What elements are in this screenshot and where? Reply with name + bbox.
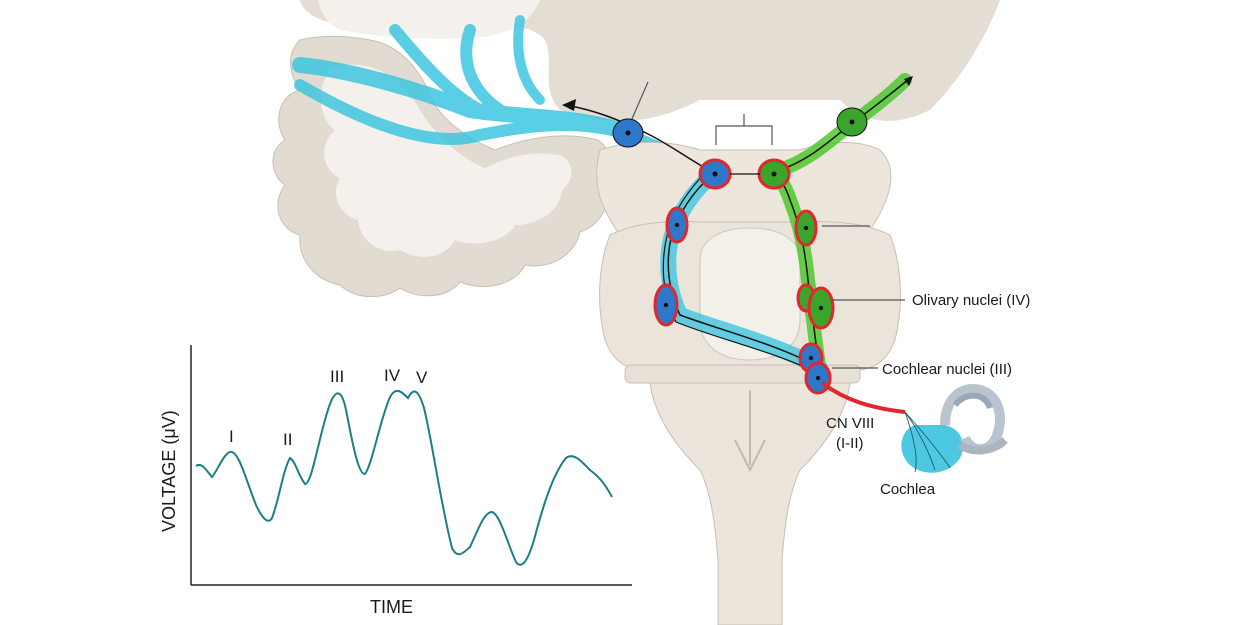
cochlea-label: Cochlea [880,481,936,498]
waveform-trace [195,389,613,566]
cn-viii-waves-label: (I-II) [836,435,864,452]
temporal-white-matter [320,64,572,257]
peak-label-i: I [229,427,234,446]
cochlear-nuclei-label: Cochlear nuclei (III) [882,361,1013,378]
auditory-nerve [820,381,906,414]
cn-viii-label: CN VIII [826,415,875,432]
peak-label-iv: IV [384,366,401,385]
obex [734,439,766,473]
arrow-head-icon [904,76,913,86]
peak-label-ii: II [283,430,293,449]
arrow-head-icon [562,99,576,111]
cochlea-icon [901,384,1008,473]
x-axis-label: TIME [370,597,413,617]
olivary-nuclei-label: Olivary nuclei (IV) [912,292,1031,309]
medulla [649,382,851,625]
cerebral-hemisphere [300,0,1000,121]
peak-label-v: V [416,368,428,387]
peak-label-iii: III [330,367,345,386]
commissure-bracket [715,114,773,145]
abr-waveform-chart [190,345,632,586]
y-axis-label: VOLTAGE (μV) [159,410,179,532]
cerebral-white-matter [318,0,540,39]
